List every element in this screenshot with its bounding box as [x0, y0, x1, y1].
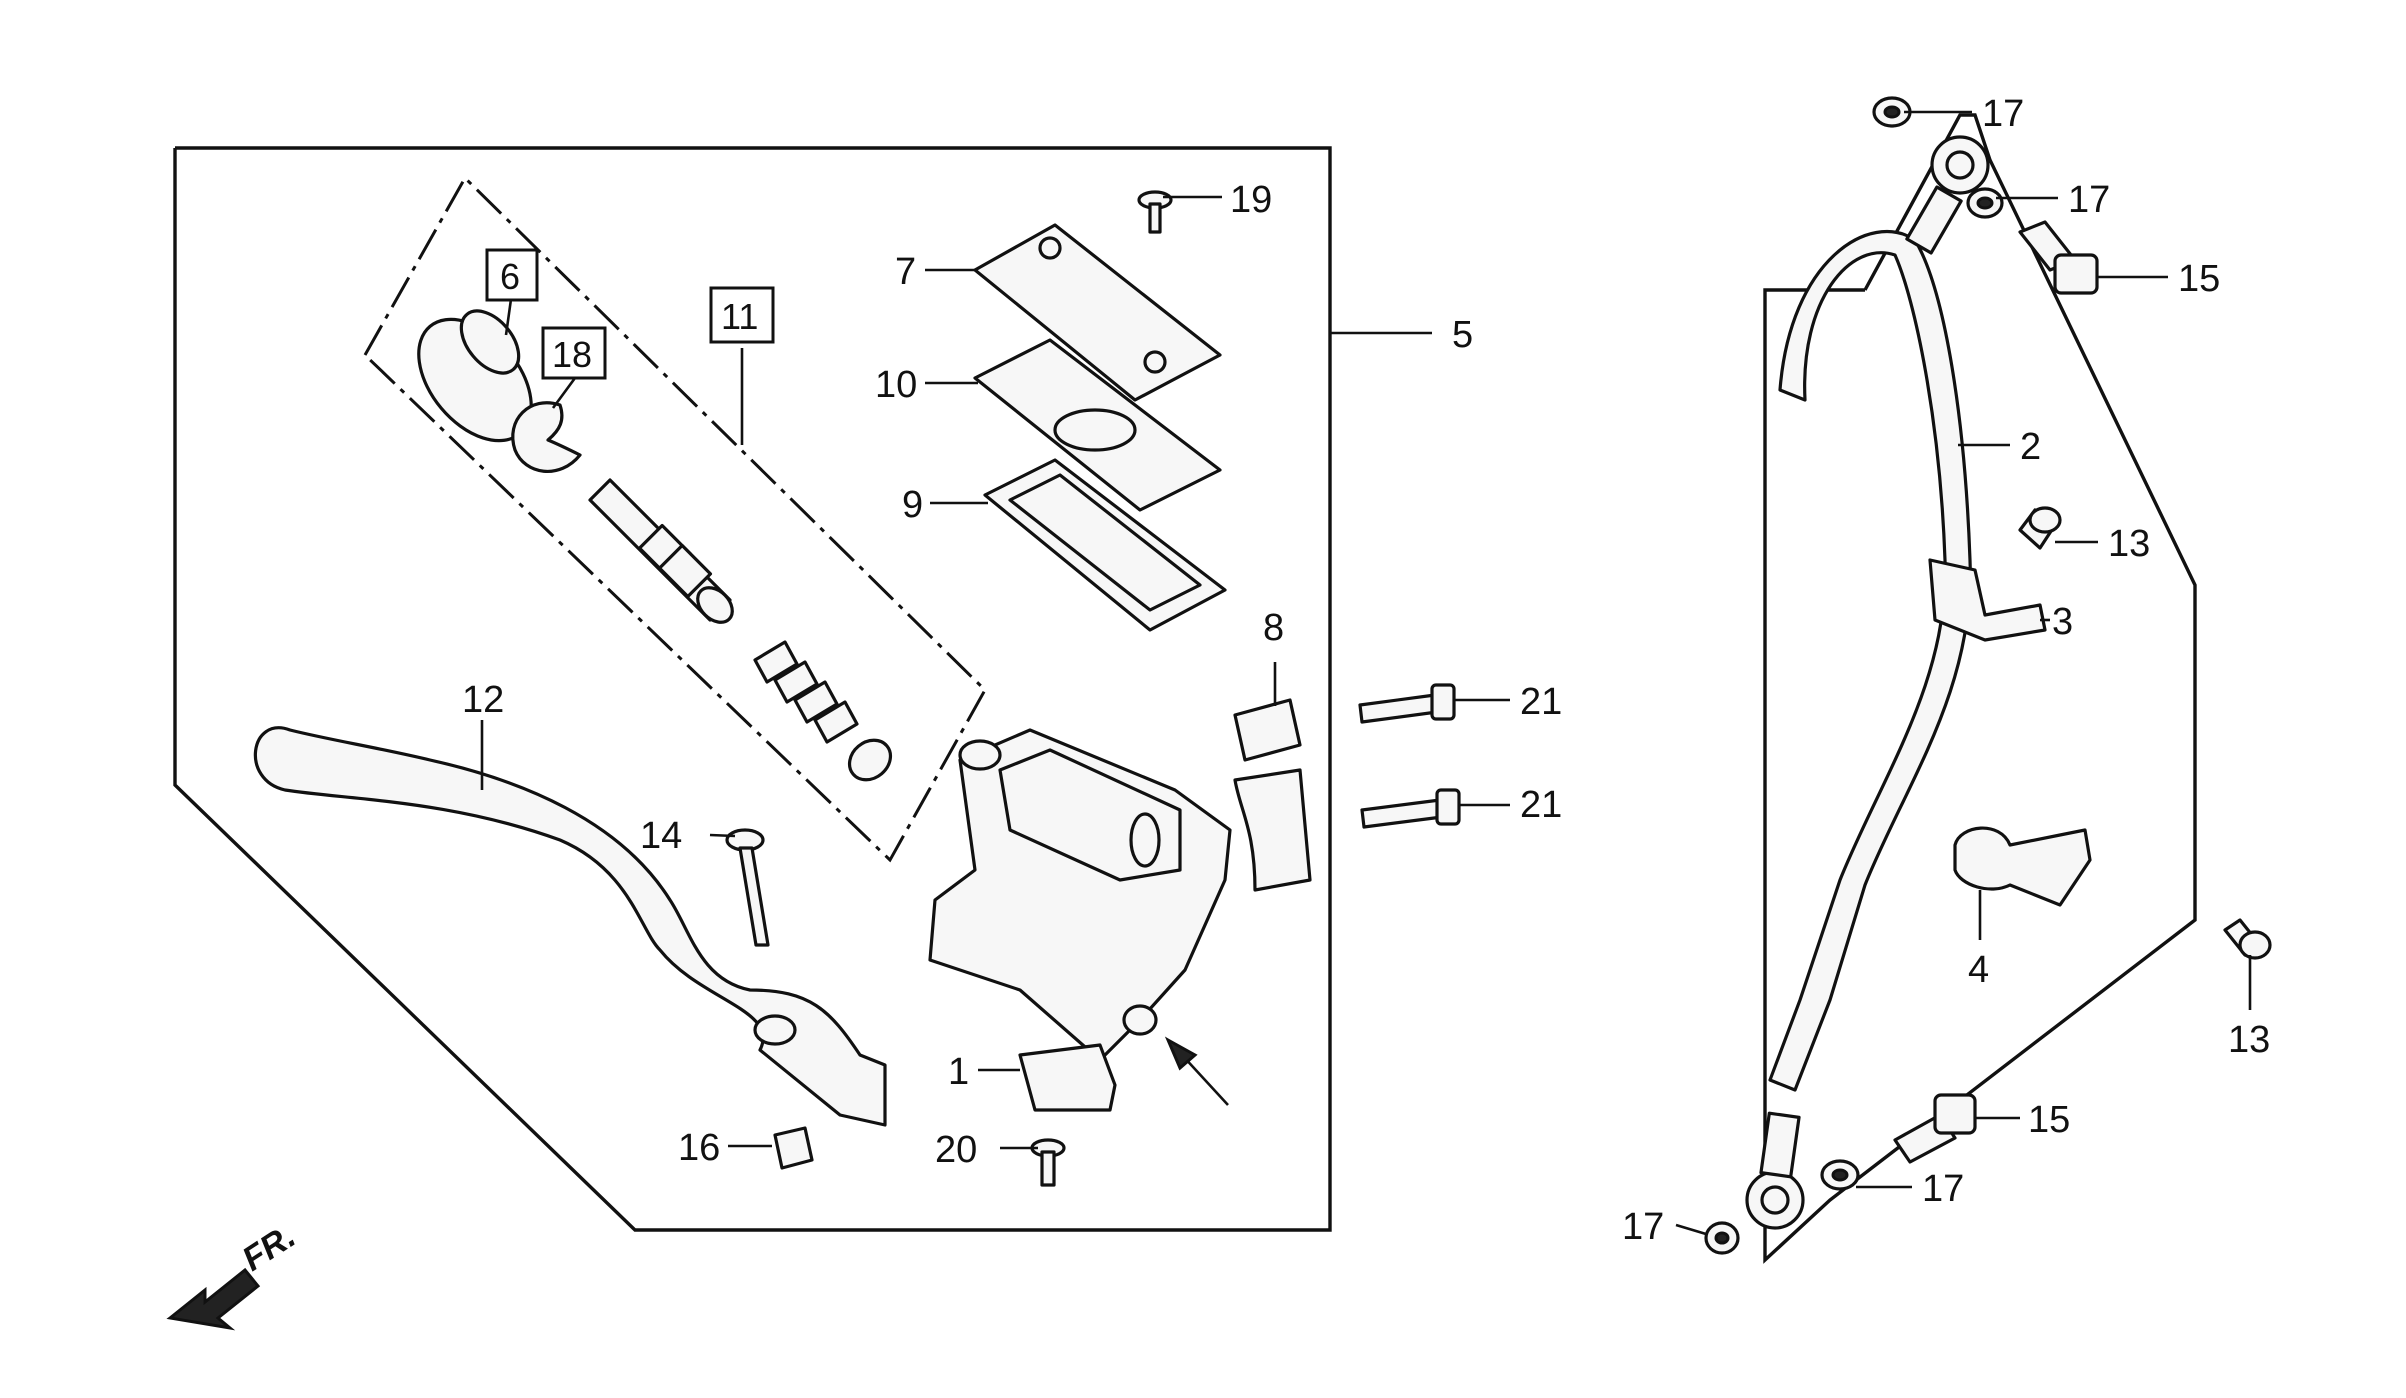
part-16-nut: [773, 1126, 814, 1170]
part-17-washer-lower-right: [1820, 1159, 1860, 1191]
callout-17-upper-right: 17: [2068, 179, 2110, 221]
part-21-bolt-lower: [1360, 788, 1461, 829]
front-direction-arrow: FR.: [166, 1217, 302, 1331]
part-21-bolt-upper: [1358, 683, 1456, 724]
part-12-brake-lever: [253, 726, 887, 1127]
piston-kit-boundary: [363, 175, 987, 863]
boxed-callout-11: 11: [709, 286, 775, 344]
part-15-banjo-bolt-upper: [2018, 220, 2099, 295]
boxed-callout-6: 6: [485, 248, 539, 302]
leader-lines: [480, 110, 2252, 1236]
callout-14: 14: [640, 815, 682, 857]
callout-10: 10: [875, 364, 917, 406]
callout-9: 9: [902, 484, 923, 526]
callout-13-right: 13: [2228, 1019, 2270, 1061]
callout-6: 6: [500, 256, 520, 297]
callout-7: 7: [895, 251, 916, 293]
part-13-bolt-right: [2223, 918, 2272, 960]
part-14-pivot-bolt: [725, 828, 770, 947]
callout-1: 1: [948, 1051, 969, 1093]
callout-17-bottom: 17: [1622, 1206, 1664, 1248]
callout-21-upper: 21: [1520, 681, 1562, 723]
callout-20: 20: [935, 1129, 977, 1171]
callout-15-lower: 15: [2028, 1099, 2070, 1141]
callout-8: 8: [1263, 607, 1284, 649]
callout-2: 2: [2020, 426, 2041, 468]
piston: [588, 478, 734, 624]
callout-labels: 7 10 9 8 5 19 21 21 12 14 16 1 20 17 17 …: [462, 93, 2270, 1248]
part-18-circlip: [511, 401, 582, 473]
callout-12: 12: [462, 679, 504, 721]
part-15-banjo-bolt-lower: [1893, 1093, 1977, 1164]
part-13-bolt-upper: [2018, 506, 2062, 550]
callout-13-upper: 13: [2108, 523, 2150, 565]
part-17-washer-bottom: [1704, 1221, 1740, 1255]
callout-21-lower: 21: [1520, 784, 1562, 826]
boxed-callout-18: 18: [541, 326, 607, 380]
callout-4: 4: [1968, 949, 1989, 991]
primary-cup: [847, 738, 893, 782]
callout-17-lower-right: 17: [1922, 1168, 1964, 1210]
callout-3: 3: [2052, 601, 2073, 643]
callout-16: 16: [678, 1127, 720, 1169]
arrow-left-down-icon: [166, 1267, 261, 1331]
callout-15-upper: 15: [2178, 258, 2220, 300]
part-4-clamp: [1953, 826, 2092, 907]
assembly-frame: [173, 146, 1332, 1232]
callout-11: 11: [721, 296, 758, 337]
spring: [753, 640, 859, 744]
part-17-washer-upper-right: [1966, 187, 2004, 219]
part-20-screw: [1030, 1138, 1066, 1187]
part-2-brake-hose: [1745, 135, 1990, 1230]
callout-19: 19: [1230, 179, 1272, 221]
part-10-diaphragm-plate: [973, 338, 1222, 512]
master-cylinder-body: [928, 728, 1232, 1062]
part-3-clamp: [1928, 558, 2047, 642]
direction-mark: [1164, 1036, 1229, 1106]
part-8-holder: [1233, 698, 1312, 892]
callout-18: 18: [552, 334, 592, 375]
part-6-piston-cup: [417, 309, 533, 443]
part-1-switch: [1018, 1043, 1117, 1112]
part-9-diaphragm: [983, 458, 1227, 632]
callout-17-top: 17: [1982, 93, 2024, 135]
hose-frame: [1763, 113, 2197, 1264]
part-7-reservoir-cap: [973, 223, 1222, 402]
callout-5: 5: [1452, 314, 1473, 356]
